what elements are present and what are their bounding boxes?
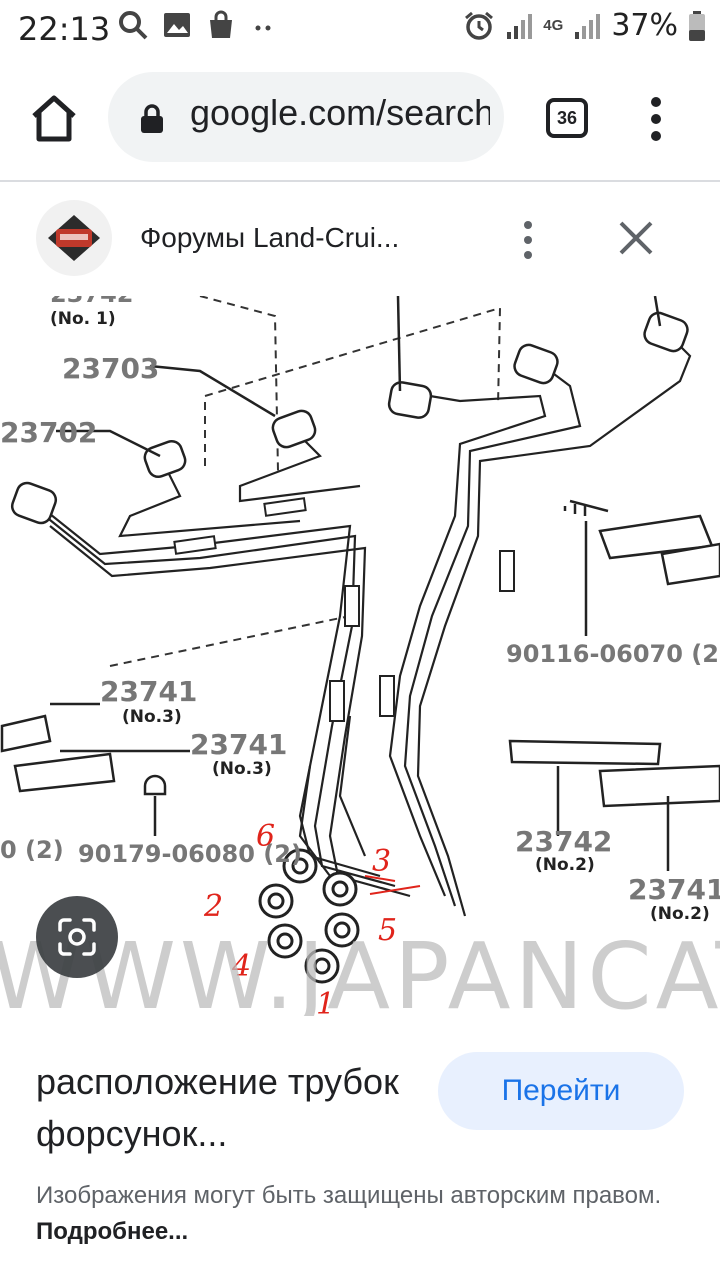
image-icon: [164, 13, 190, 37]
label-90179-06080: 90179-06080 (2): [78, 840, 302, 868]
address-bar[interactable]: google.com/search: [108, 72, 504, 162]
learn-more-link[interactable]: Подробнее...: [36, 1218, 189, 1245]
source-more-button[interactable]: [520, 220, 536, 260]
home-icon: [32, 95, 76, 142]
source-site-name[interactable]: Форумы Land-Crui...: [140, 222, 400, 253]
signal-icon: [507, 13, 533, 39]
close-icon: [619, 221, 653, 255]
label-23703: 23703: [62, 352, 159, 385]
label-0-2: 0 (2): [0, 836, 64, 864]
browser-menu-button[interactable]: [646, 96, 666, 142]
label-no3-b: (No.3): [212, 759, 272, 779]
browser-toolbar: google.com/search 36: [0, 56, 720, 180]
label-23741-no2: 23741: [628, 873, 720, 906]
alarm-icon: [465, 11, 494, 40]
google-lens-button[interactable]: [36, 896, 118, 978]
visit-button-label: Перейти: [501, 1074, 621, 1107]
land-cruiser-logo-icon: [48, 215, 100, 261]
label-23741-b: 23741: [190, 728, 287, 761]
label-23742-no1: 23742: [50, 296, 134, 308]
battery-icon: [689, 10, 705, 41]
kebab-menu-icon: [524, 221, 532, 259]
label-23742-no2: 23742: [515, 825, 612, 858]
label-23741-a: 23741: [100, 675, 197, 708]
visit-button[interactable]: Перейти: [438, 1052, 684, 1130]
url-text: google.com/search: [190, 92, 490, 133]
label-no3-a: (No.3): [122, 707, 182, 727]
image-watermark: WWW.JAPANCATS.RU: [0, 923, 720, 1016]
tab-switcher-button[interactable]: 36: [546, 98, 588, 138]
label-no2-a: (No.2): [535, 855, 595, 875]
label-no1: (No. 1): [50, 309, 116, 329]
site-favicon[interactable]: [36, 200, 112, 276]
home-button[interactable]: [28, 94, 80, 144]
close-button[interactable]: [618, 220, 654, 256]
copyright-notice: Изображения могут быть защищены авторски…: [36, 1178, 686, 1250]
copyright-text: Изображения могут быть защищены авторски…: [36, 1182, 662, 1209]
cylinder-number-1: 1: [316, 987, 335, 1016]
cylinder-number-6: 6: [256, 819, 275, 854]
label-90116-06070: 90116-06070 (2): [506, 640, 720, 668]
cylinder-number-2: 2: [203, 889, 223, 924]
preview-image[interactable]: 23742 (No. 1) 23703 23702 23741 (No.3) 2…: [0, 296, 720, 1016]
more-dots-icon: [255, 25, 271, 31]
cylinder-number-3: 3: [372, 844, 391, 879]
lock-icon: [141, 104, 163, 133]
kebab-menu-icon: [651, 97, 661, 141]
search-icon: [119, 11, 148, 40]
signal-icon-2: [575, 13, 601, 39]
shopping-bag-icon: [210, 10, 232, 38]
battery-percent: 37%: [611, 8, 678, 43]
lens-icon: [58, 918, 96, 956]
cylinder-number-4: 4: [231, 949, 251, 984]
network-type-badge: 4G: [543, 16, 564, 34]
status-right-group: 4G 37%: [463, 8, 706, 43]
label-23702: 23702: [0, 416, 97, 449]
tab-count: 36: [556, 107, 578, 128]
status-notification-icons: [118, 10, 276, 40]
image-source-header: Форумы Land-Crui...: [0, 182, 720, 294]
cylinder-number-5: 5: [378, 913, 397, 948]
status-time: 22:13: [18, 10, 111, 48]
panel-divider: [0, 180, 720, 182]
injection-pipe-diagram: 23742 (No. 1) 23703 23702 23741 (No.3) 2…: [0, 296, 720, 1016]
label-no2-b: (No.2): [650, 904, 710, 924]
status-bar: 22:13 4G 37%: [0, 0, 720, 56]
image-title[interactable]: расположение трубок форсунок...: [36, 1061, 399, 1154]
